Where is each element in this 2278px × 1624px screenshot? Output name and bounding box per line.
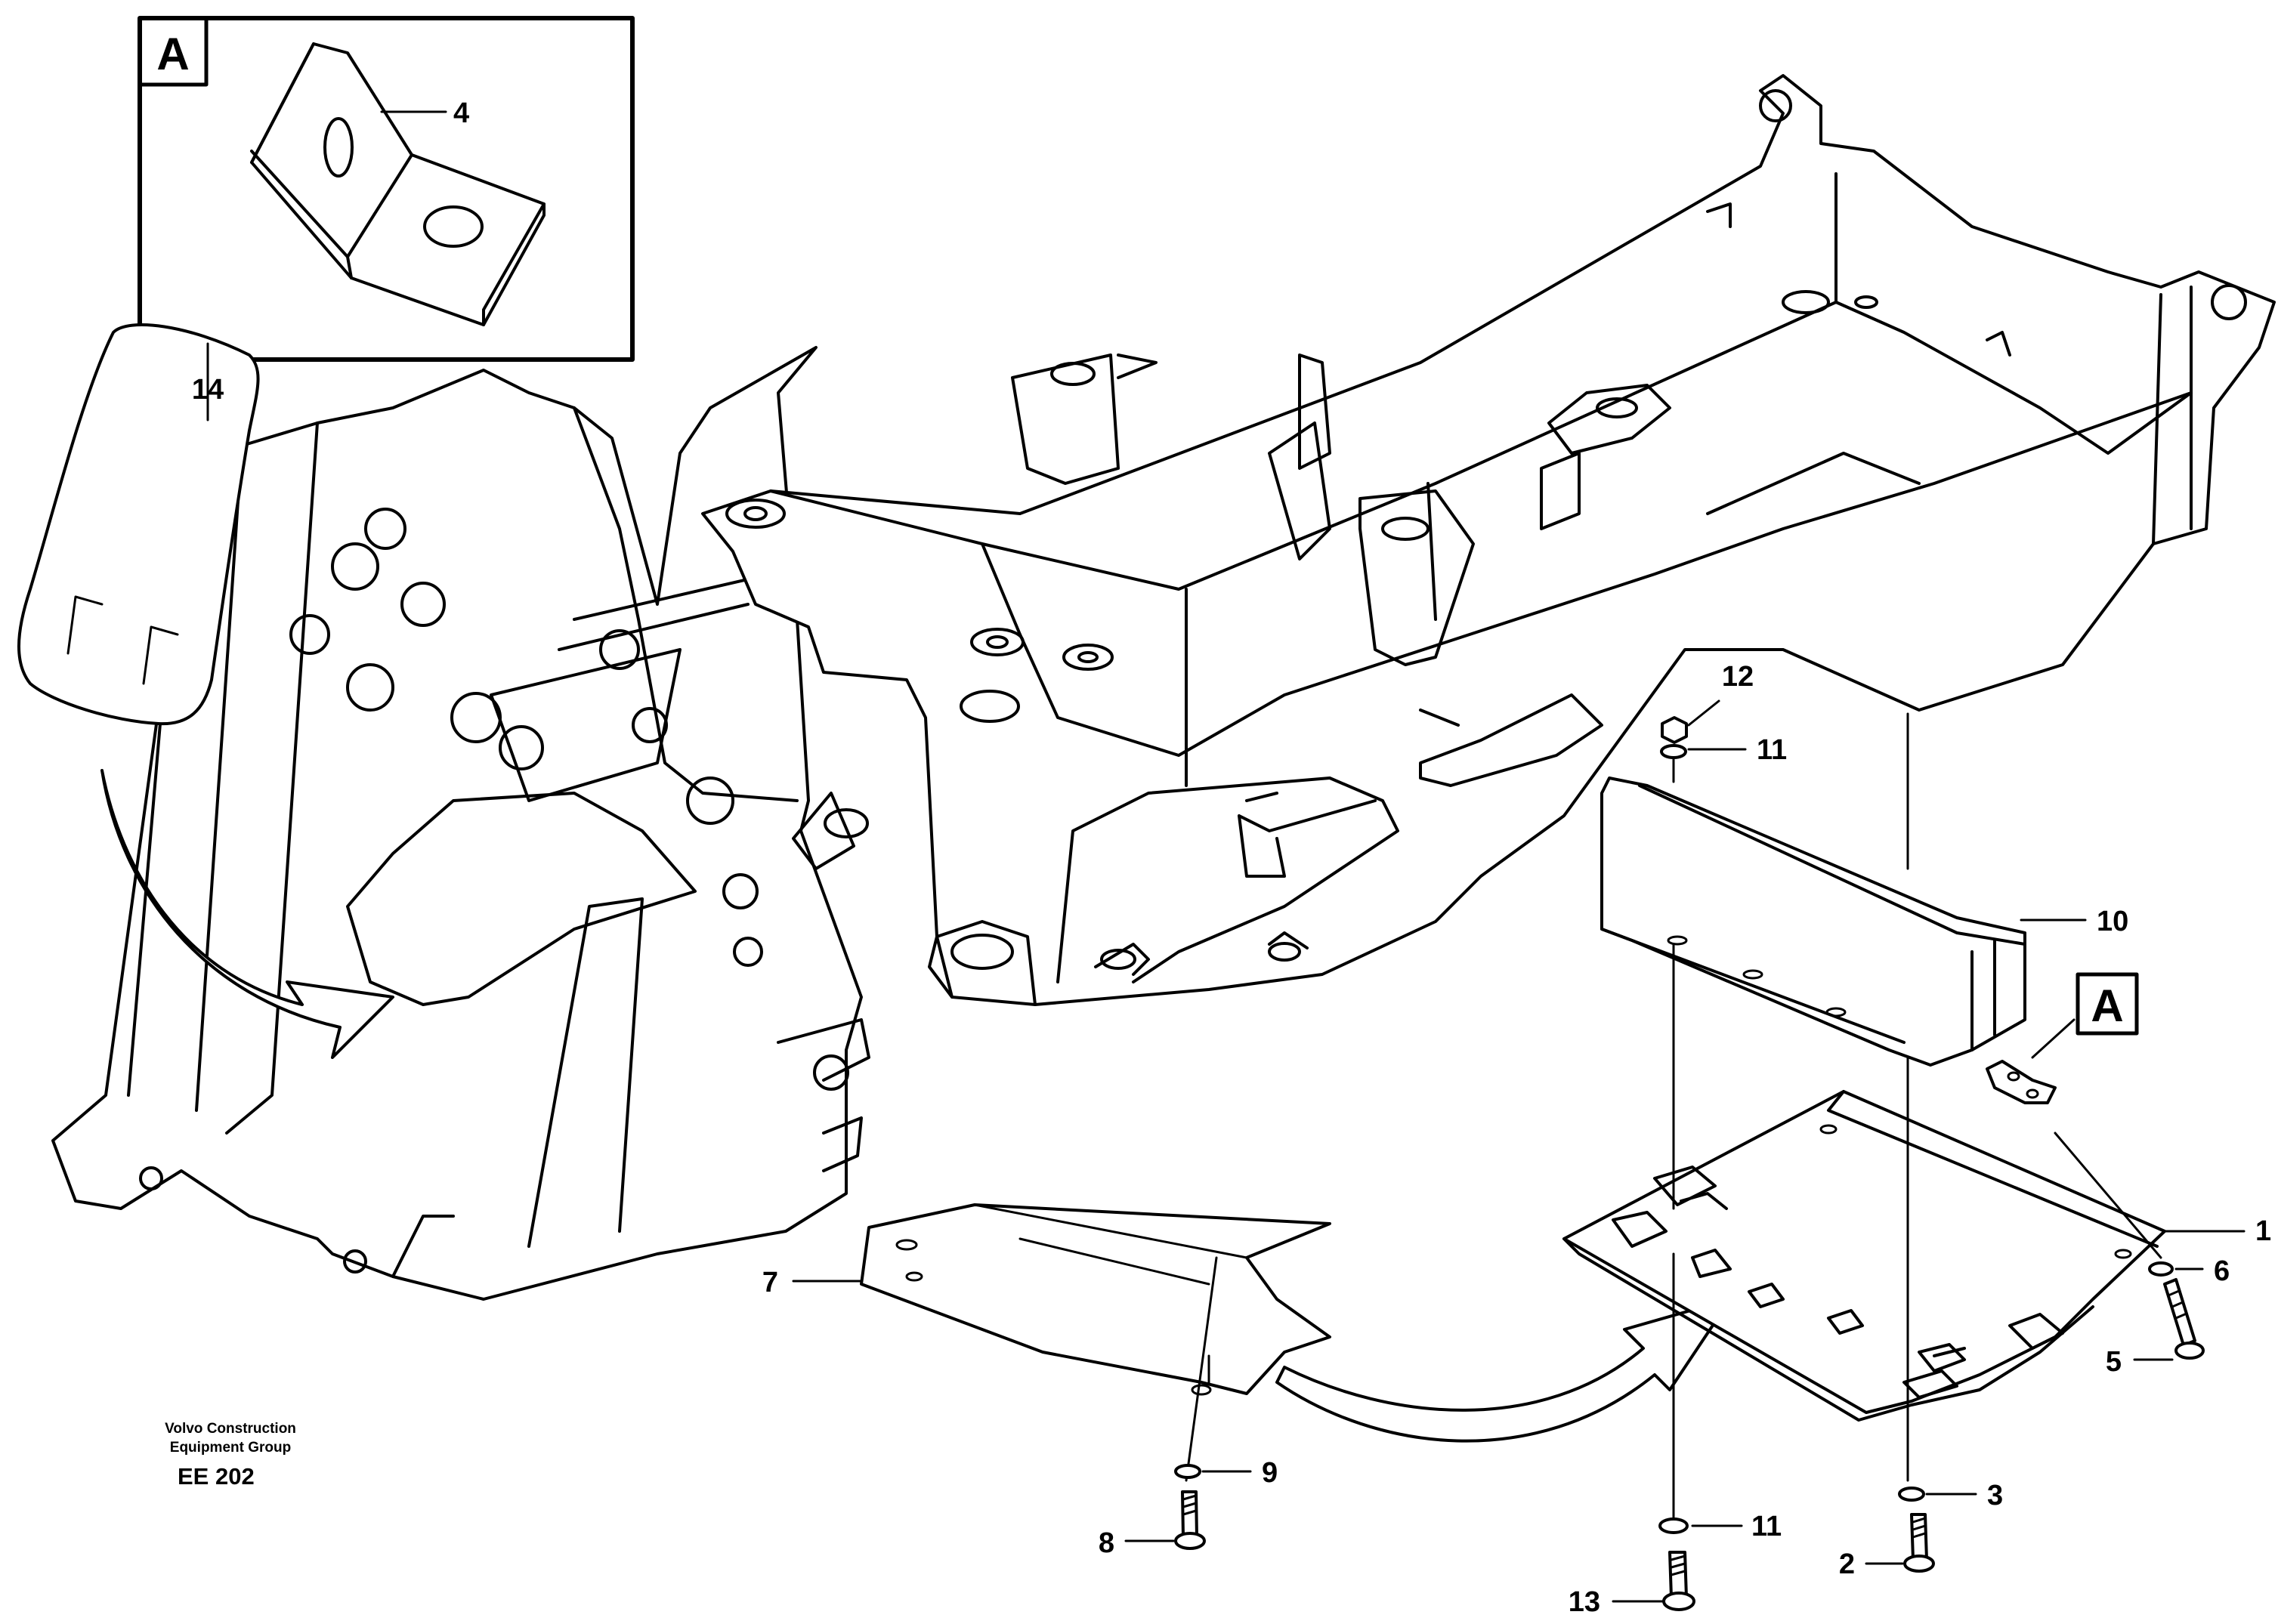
footer-block: Volvo Construction Equipment Group EE 20… [165, 1421, 296, 1490]
guard-plate-1 [1562, 1090, 2166, 1422]
bolt-2 [1903, 1513, 1935, 1573]
footer-line-2: Equipment Group [170, 1440, 291, 1456]
nut-12 [1661, 716, 1688, 744]
callout-14: 14 [192, 374, 224, 406]
callout-1: 1 [2255, 1215, 2271, 1247]
washer-9 [1174, 1464, 1201, 1479]
callout-5: 5 [2106, 1346, 2122, 1378]
callout-6: 6 [2214, 1255, 2230, 1287]
callout-7: 7 [762, 1267, 778, 1298]
front-frame [51, 346, 870, 1301]
install-arrow-left [100, 769, 394, 1059]
cover-part-10 [1600, 776, 2026, 1067]
callout-12: 12 [1722, 661, 1754, 693]
guard-plate-7 [860, 1203, 1331, 1396]
bolt-13 [1662, 1551, 1695, 1611]
bracket-a-marker: A [1986, 972, 2139, 1104]
fastener-leader-lines [1185, 712, 2162, 1520]
rear-frame [701, 74, 2276, 1006]
washer-11-top [1660, 744, 1687, 759]
washer-3 [1898, 1487, 1925, 1502]
callout-2: 2 [1839, 1548, 1855, 1580]
bolt-8 [1174, 1490, 1206, 1550]
callout-10: 10 [2097, 906, 2128, 937]
callout-3: 3 [1987, 1480, 2003, 1511]
drawing-code: EE 202 [178, 1463, 255, 1490]
washer-6 [2148, 1261, 2174, 1277]
washer-11-bottom [1658, 1517, 1689, 1534]
callout-4: 4 [453, 97, 469, 129]
bracket-marker-letter: A [2091, 980, 2123, 1031]
callout-9: 9 [1262, 1457, 1278, 1489]
bracket-part-4 [250, 42, 546, 326]
detail-box-a: A 4 [138, 16, 635, 362]
callout-8: 8 [1099, 1527, 1114, 1559]
detail-box-letter: A [156, 29, 189, 79]
callout-11-bottom: 11 [1751, 1511, 1782, 1542]
callout-11-top: 11 [1757, 734, 1787, 766]
footer-line-1: Volvo Construction [165, 1421, 296, 1437]
install-arrow-right [1275, 1298, 1732, 1443]
pad-part-14 [17, 323, 260, 726]
bolt-5 [2163, 1278, 2205, 1360]
callout-13: 13 [1569, 1586, 1600, 1618]
